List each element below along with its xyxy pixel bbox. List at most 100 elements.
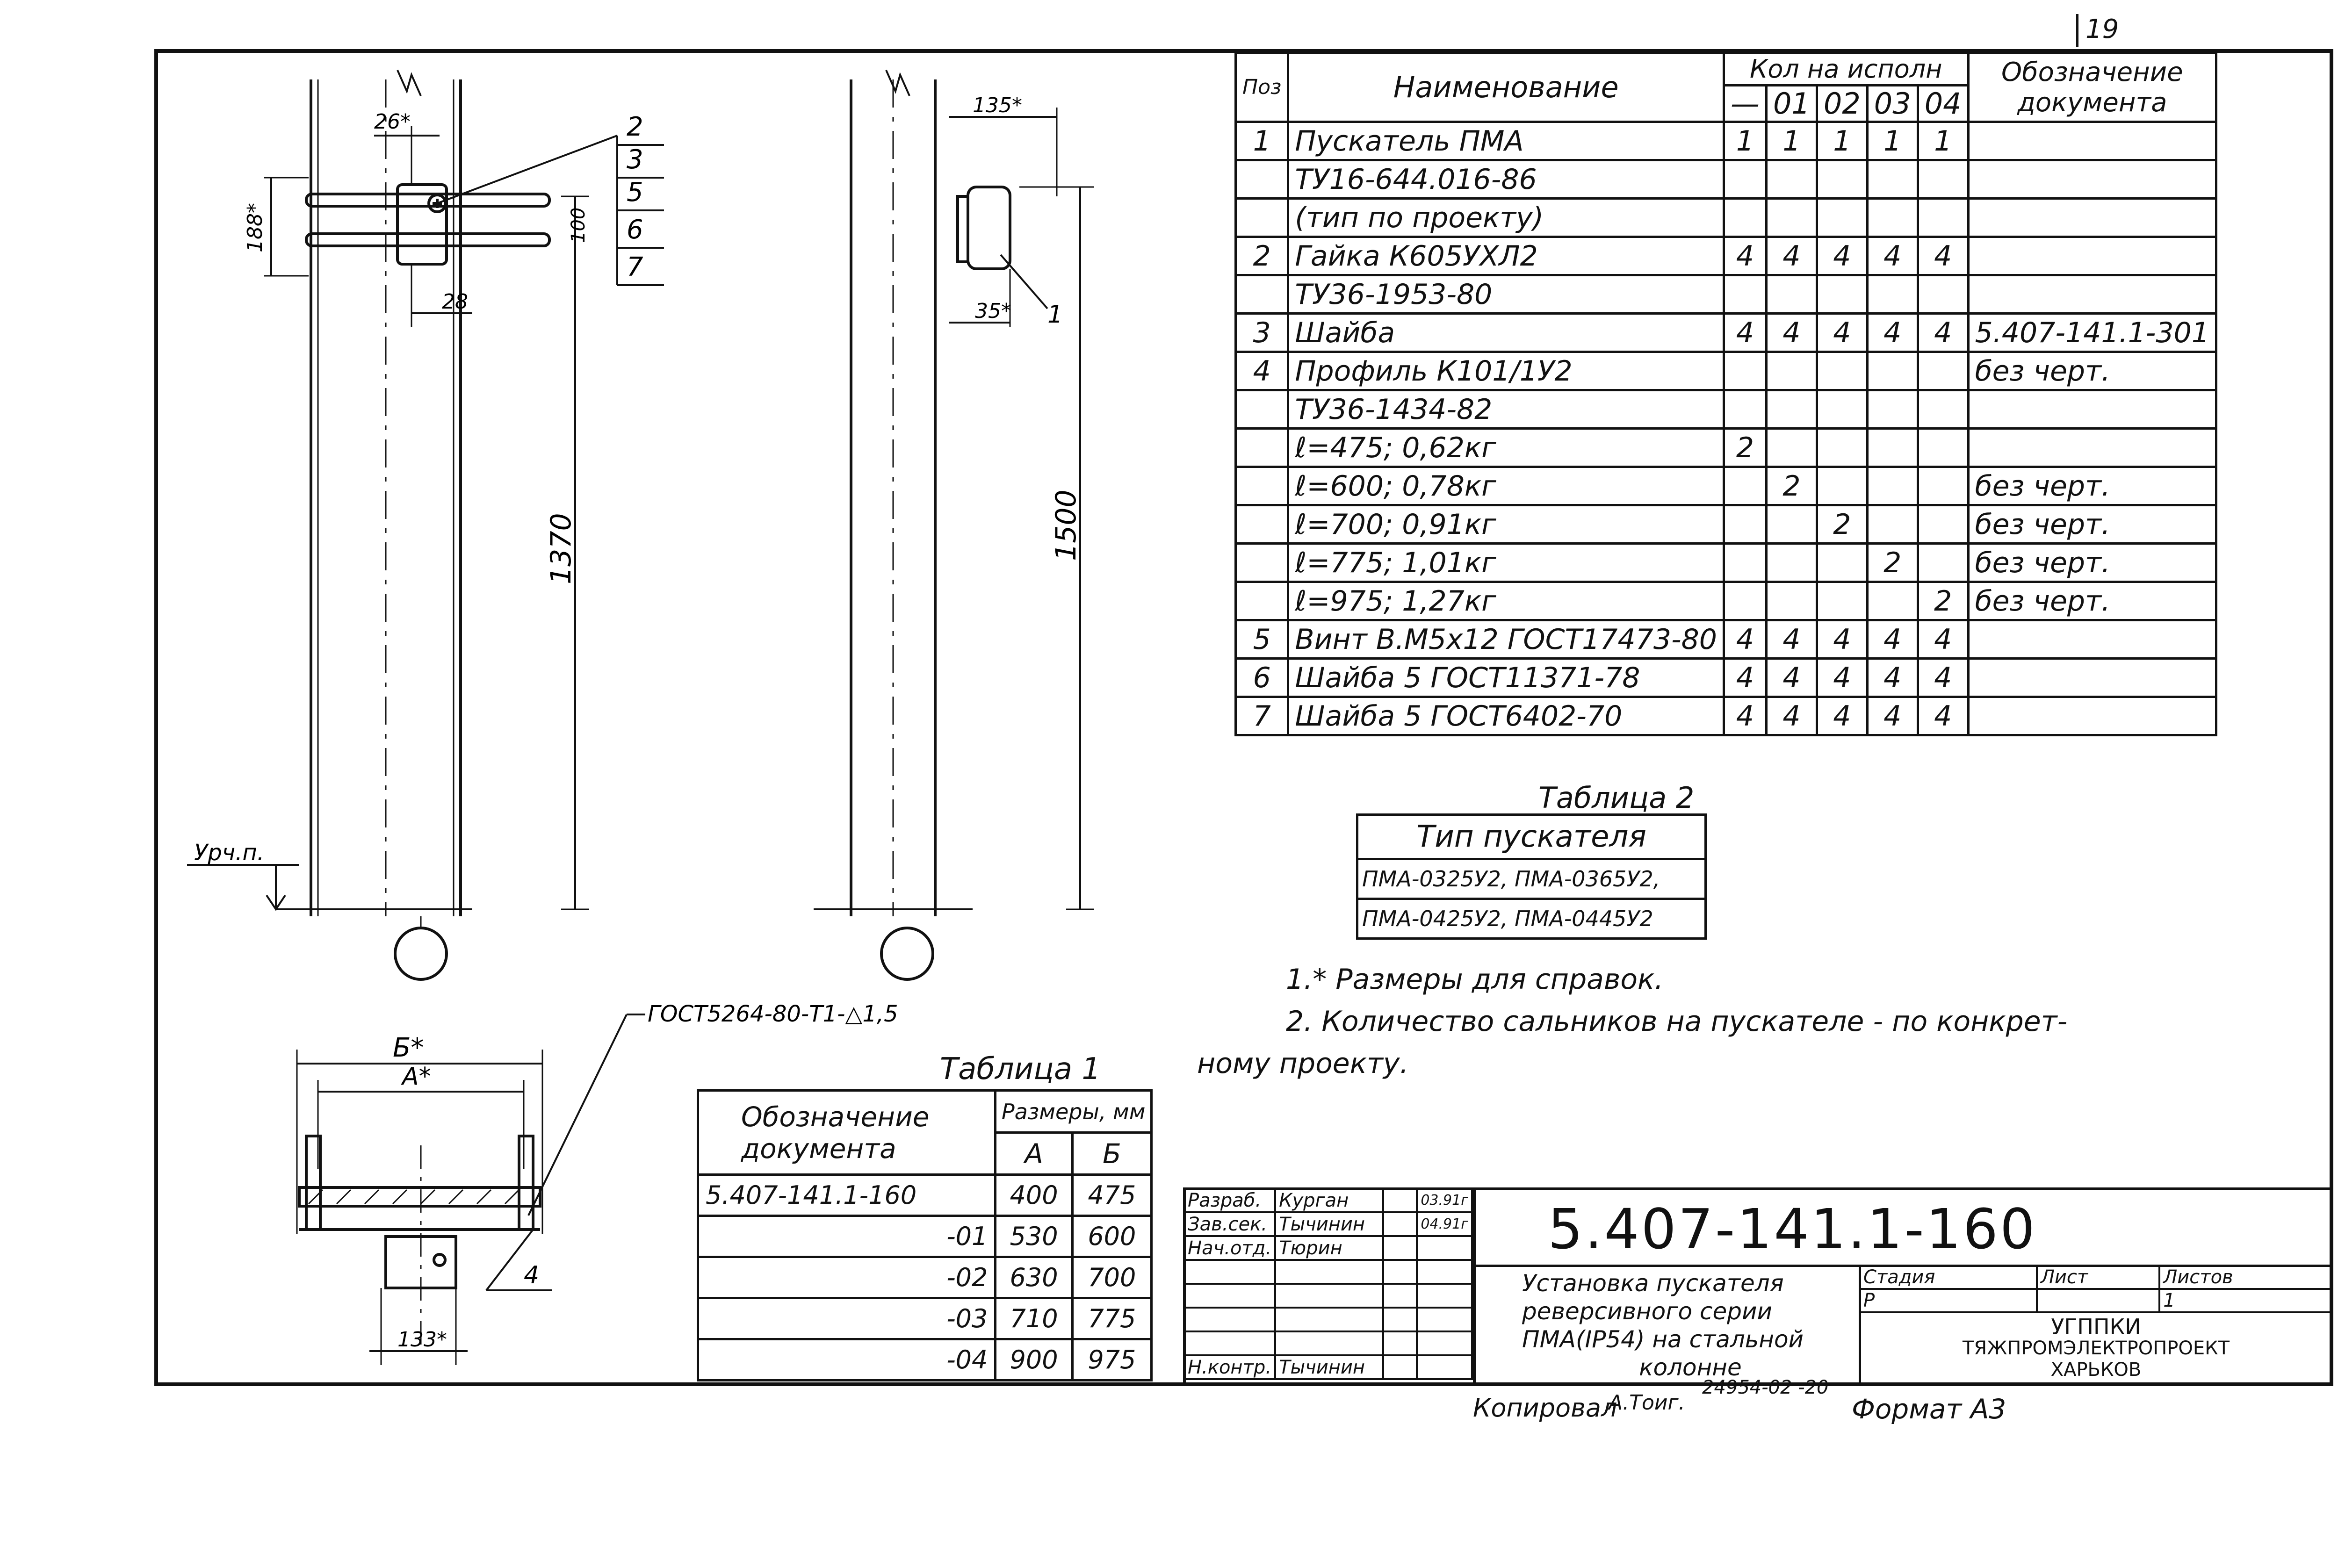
spec-qty: 4 — [1765, 696, 1818, 736]
spec-pos: 2 — [1234, 236, 1290, 276]
table1-cell-b: 475 — [1071, 1173, 1153, 1217]
spec-pos — [1234, 159, 1290, 200]
spec-qty: 4 — [1866, 696, 1919, 736]
header-variant: 04 — [1916, 84, 1970, 123]
spec-pos — [1234, 274, 1290, 315]
spec-row: ТУ36-1953-80 — [1234, 274, 2217, 315]
callout-6: 6 — [627, 215, 643, 245]
callout-5: 5 — [627, 177, 643, 208]
spec-qty — [1722, 351, 1768, 391]
header-variant: 02 — [1815, 84, 1869, 123]
table1-cell-a: 400 — [994, 1173, 1074, 1217]
spec-doc — [1967, 619, 2217, 660]
signer-name: Тычинин — [1274, 1354, 1384, 1380]
spec-qty — [1765, 427, 1818, 468]
spec-qty — [1815, 427, 1869, 468]
role-label: Разраб. — [1183, 1187, 1277, 1213]
spec-row: ТУ16-644.016-86 — [1234, 159, 2217, 200]
spec-qty — [1916, 351, 1970, 391]
spec-qty — [1866, 351, 1919, 391]
spec-name: ТУ36-1953-80 — [1287, 274, 1725, 315]
copied-label: Копировал — [1473, 1393, 1617, 1423]
spec-qty: 4 — [1765, 619, 1818, 660]
spec-qty: 2 — [1916, 581, 1970, 621]
dim-28: 28 — [442, 290, 468, 314]
callout-7: 7 — [627, 252, 643, 282]
table1-cell-doc: -04 — [696, 1338, 997, 1381]
spec-qty: 4 — [1722, 657, 1768, 698]
spec-name: Гайка К605УХЛ2 — [1287, 236, 1725, 276]
spec-qty: 2 — [1866, 542, 1919, 583]
table1-cell-a: 630 — [994, 1256, 1074, 1299]
stage-table: Стадия Лист Листов Р 1 — [1859, 1265, 2333, 1313]
spec-qty — [1916, 159, 1970, 200]
spec-qty — [1722, 542, 1768, 583]
spec-qty — [1866, 197, 1919, 238]
spec-qty — [1866, 504, 1919, 545]
spec-qty — [1765, 274, 1818, 315]
spec-qty — [1722, 159, 1768, 200]
spec-qty: 4 — [1722, 236, 1768, 276]
spec-qty: 4 — [1815, 657, 1869, 698]
table2: Тип пускателя ПМА-0325У2, ПМА-0365У2, ПМ… — [1356, 813, 1707, 940]
spec-name: ℓ=600; 0,78кг — [1287, 466, 1725, 506]
dim-26: 26* — [374, 110, 411, 134]
spec-doc: 5.407-141.1-301 — [1967, 312, 2217, 353]
spec-name: ℓ=475; 0,62кг — [1287, 427, 1725, 468]
dim-1370: 1370 — [545, 513, 577, 584]
spec-qty — [1815, 542, 1869, 583]
page-number: 19 — [2085, 14, 2119, 44]
spec-doc — [1967, 197, 2217, 238]
spec-qty: 4 — [1866, 236, 1919, 276]
spec-qty — [1866, 389, 1919, 430]
drawing-code: 5.407-141.1-160 — [1548, 1197, 2037, 1261]
spec-name: ℓ=775; 1,01кг — [1287, 542, 1725, 583]
spec-pos: 3 — [1234, 312, 1290, 353]
spec-qty — [1916, 274, 1970, 315]
spec-qty: 1 — [1765, 121, 1818, 161]
spec-qty — [1815, 274, 1869, 315]
spec-doc — [1967, 696, 2217, 736]
spec-name: ТУ36-1434-82 — [1287, 389, 1725, 430]
table1-cell-b: 700 — [1071, 1256, 1153, 1299]
spec-qty — [1815, 466, 1869, 506]
spec-doc — [1967, 389, 2217, 430]
spec-qty — [1722, 274, 1768, 315]
spec-qty: 4 — [1866, 619, 1919, 660]
spec-qty — [1722, 466, 1768, 506]
note-2a: 2. Количество сальников на пускателе - п… — [1286, 1005, 2068, 1038]
spec-qty — [1765, 389, 1818, 430]
header-pos: Поз — [1234, 51, 1290, 123]
spec-qty — [1815, 159, 1869, 200]
spec-qty: 4 — [1815, 696, 1869, 736]
spec-doc: без черт. — [1967, 504, 2217, 545]
spec-qty — [1916, 466, 1970, 506]
floor-label: Урч.п. — [194, 840, 264, 866]
spec-doc: без черт. — [1967, 351, 2217, 391]
spec-qty — [1866, 466, 1919, 506]
table1-header-a: А — [994, 1131, 1074, 1176]
spec-doc — [1967, 236, 2217, 276]
spec-doc — [1967, 159, 2217, 200]
sheets-value: 1 — [2158, 1288, 2333, 1313]
callout-3: 3 — [627, 144, 643, 175]
spec-row: (тип по проекту) — [1234, 197, 2217, 238]
spec-qty — [1815, 581, 1869, 621]
dim-A: A* — [401, 1063, 431, 1091]
callout-1: 1 — [1047, 301, 1063, 329]
spec-qty — [1916, 427, 1970, 468]
table2-caption: Таблица 2 — [1538, 781, 1695, 815]
spec-pos: 5 — [1234, 619, 1290, 660]
table1-cell-a: 710 — [994, 1297, 1074, 1340]
page-number-tick — [2076, 14, 2078, 47]
spec-pos — [1234, 197, 1290, 238]
spec-name: Винт В.М5х12 ГОСТ17473-80 — [1287, 619, 1725, 660]
